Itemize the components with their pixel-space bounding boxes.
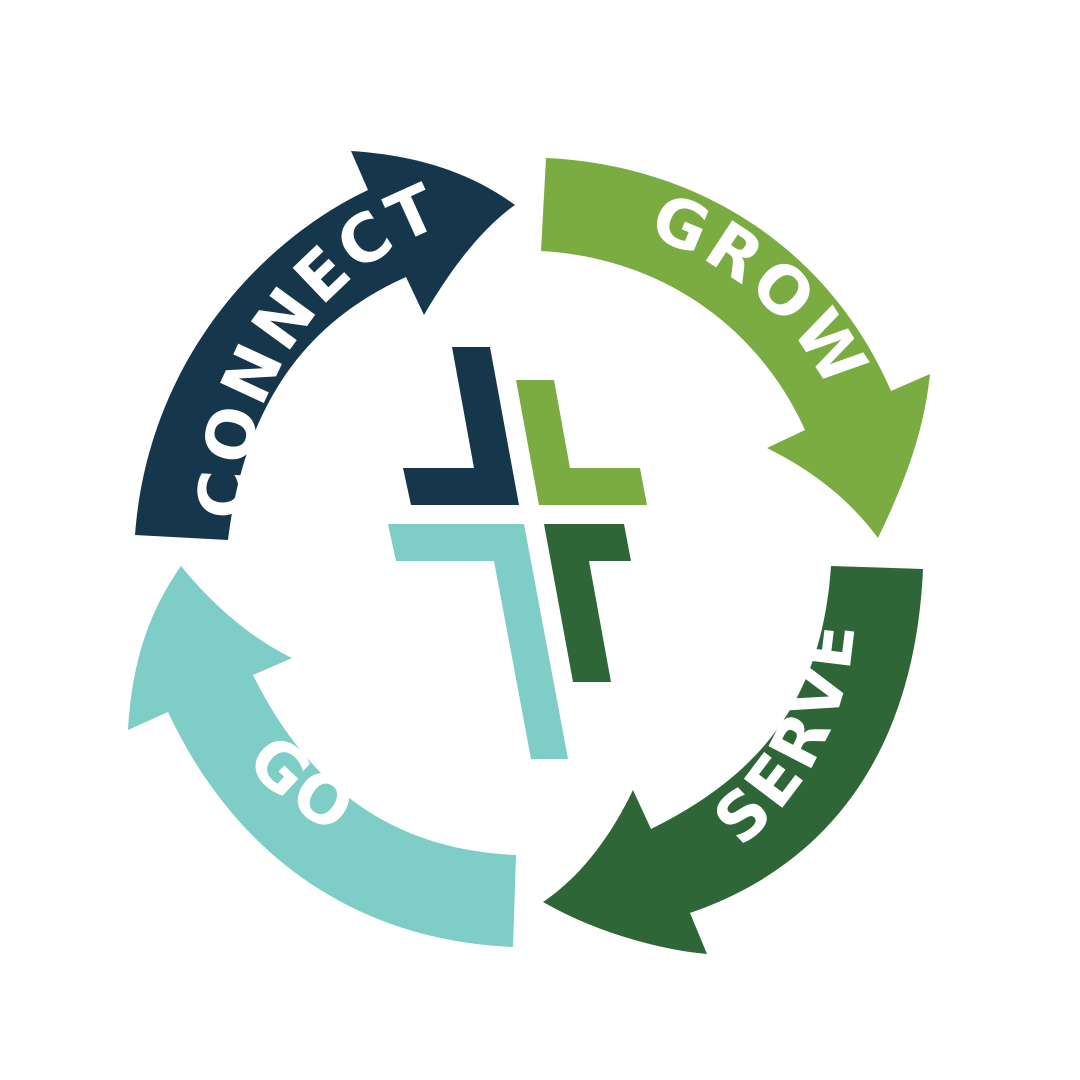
- cross-piece-green: [516, 380, 647, 505]
- connect-arrow: [135, 151, 515, 540]
- cross-piece-teal: [388, 524, 568, 759]
- cross-piece-darkgreen: [544, 524, 631, 682]
- grow-label: GROW: [641, 178, 884, 402]
- serve-arrow: [543, 566, 923, 954]
- go-arrow: [128, 566, 516, 947]
- cross-icon: [388, 347, 647, 759]
- grow-arrow: [541, 158, 930, 538]
- grow-label-text: GROW: [641, 178, 880, 402]
- cross-piece-navy: [403, 347, 519, 505]
